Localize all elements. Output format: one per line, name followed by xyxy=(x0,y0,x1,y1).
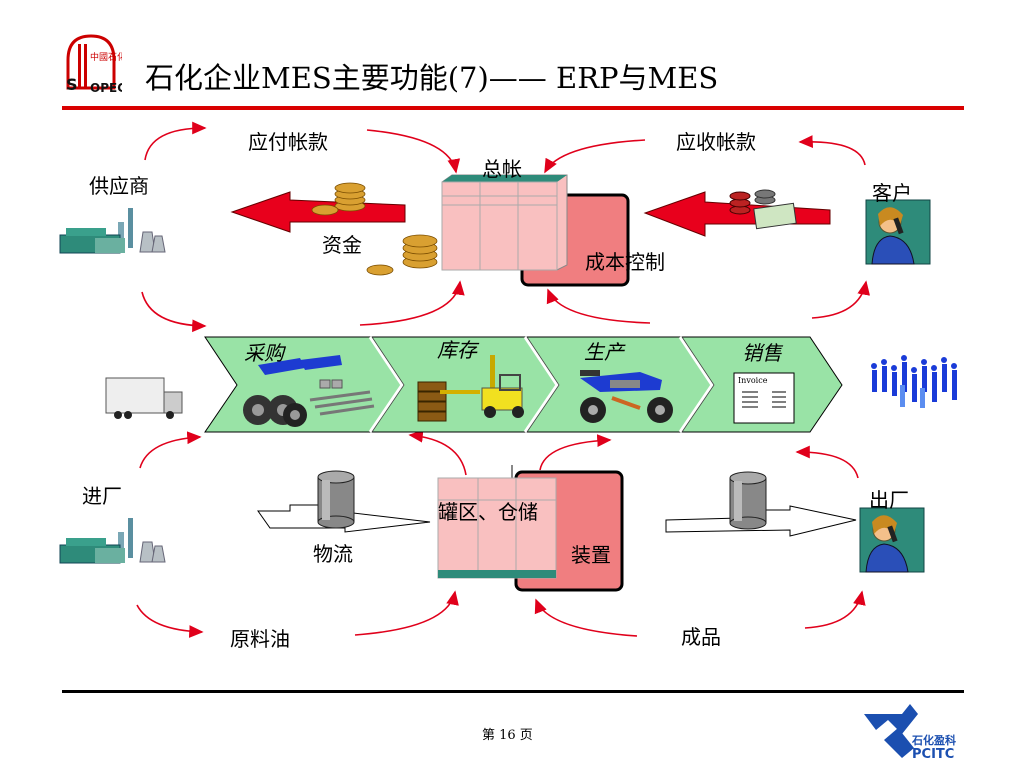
arrow-crude-to-tank xyxy=(354,590,459,636)
arrow-to-out-customer xyxy=(804,590,866,629)
arrow-receivable-from-customer xyxy=(798,135,866,166)
person-phone-icon xyxy=(865,199,931,265)
motorcycle-icon xyxy=(580,370,673,423)
coins-icon xyxy=(311,182,438,276)
label-crude-oil: 原料油 xyxy=(230,627,290,651)
label-customer: 客户 xyxy=(872,181,912,205)
storage-unit-boxes xyxy=(437,465,624,592)
label-funds: 资金 xyxy=(322,233,362,257)
chain-step-sales: 销售 xyxy=(742,341,782,365)
tank-icon xyxy=(317,470,355,529)
factory-icon xyxy=(59,208,166,254)
page-title: 石化企业MES主要功能(7)—— ERP与MES xyxy=(145,61,719,95)
label-intake: 进厂 xyxy=(82,484,122,508)
arrow-payable-to-ledger xyxy=(366,129,461,174)
label-outbound: 出厂 xyxy=(869,488,909,512)
crowd-icon xyxy=(871,355,957,408)
boxes-icon xyxy=(417,381,447,422)
arrow-funds-up xyxy=(359,280,465,326)
pcitc-logo-cn: 石化盈科 xyxy=(911,733,956,747)
pcitc-logo-en: PCITC xyxy=(912,747,954,762)
arrow-product-to-unit xyxy=(534,598,638,637)
label-payable: 应付帐款 xyxy=(248,130,328,154)
label-ledger: 总帐 xyxy=(482,157,522,181)
label-logistics: 物流 xyxy=(313,542,353,566)
label-supplier: 供应商 xyxy=(89,174,149,198)
arrow-supplier-down xyxy=(141,291,207,333)
factory-icon xyxy=(59,518,166,564)
forklift-icon xyxy=(440,355,524,418)
label-receivable: 应收帐款 xyxy=(676,130,756,154)
label-unit: 装置 xyxy=(571,543,611,567)
person-phone-icon xyxy=(859,507,925,573)
ledger-cost-boxes xyxy=(441,174,630,287)
pcitc-logo: 石化盈科 PCITC xyxy=(858,700,968,762)
svg-text:OPEC: OPEC xyxy=(90,81,122,95)
cash-icon xyxy=(729,189,797,230)
chain-step-inventory: 库存 xyxy=(437,338,477,362)
parts-icon xyxy=(258,355,375,416)
invoice-icon: Invoice xyxy=(733,372,795,424)
label-cost-control: 成本控制 xyxy=(585,250,665,274)
arrow-cost-up xyxy=(546,288,651,324)
label-product: 成品 xyxy=(681,625,721,649)
svg-text:中國石化: 中國石化 xyxy=(90,51,122,63)
arrow-to-outbound xyxy=(795,445,859,479)
chain-step-procurement: 采购 xyxy=(244,341,284,365)
footer-divider xyxy=(62,690,964,693)
svg-text:Invoice: Invoice xyxy=(738,376,768,385)
title-divider xyxy=(62,106,964,110)
arrow-tank-up xyxy=(408,429,467,476)
chain-step-production: 生产 xyxy=(584,340,624,364)
arrow-intake-down xyxy=(136,604,204,638)
arrow-receivable-to-ledger xyxy=(544,139,646,174)
svg-text:S: S xyxy=(66,75,78,94)
tank-icon xyxy=(729,471,767,530)
tire-icon xyxy=(243,395,307,427)
arrow-to-intake xyxy=(139,431,202,469)
page-number: 第 16 页 xyxy=(482,728,533,743)
arrow-unit-up xyxy=(539,434,612,471)
arrow-to-customer xyxy=(811,280,870,319)
arrow-supplier-to-payable xyxy=(144,121,207,161)
sinopec-logo: 中國石化 S OPEC xyxy=(60,30,122,96)
truck-icon xyxy=(105,377,183,419)
label-tank-storage: 罐区、仓储 xyxy=(438,500,538,524)
